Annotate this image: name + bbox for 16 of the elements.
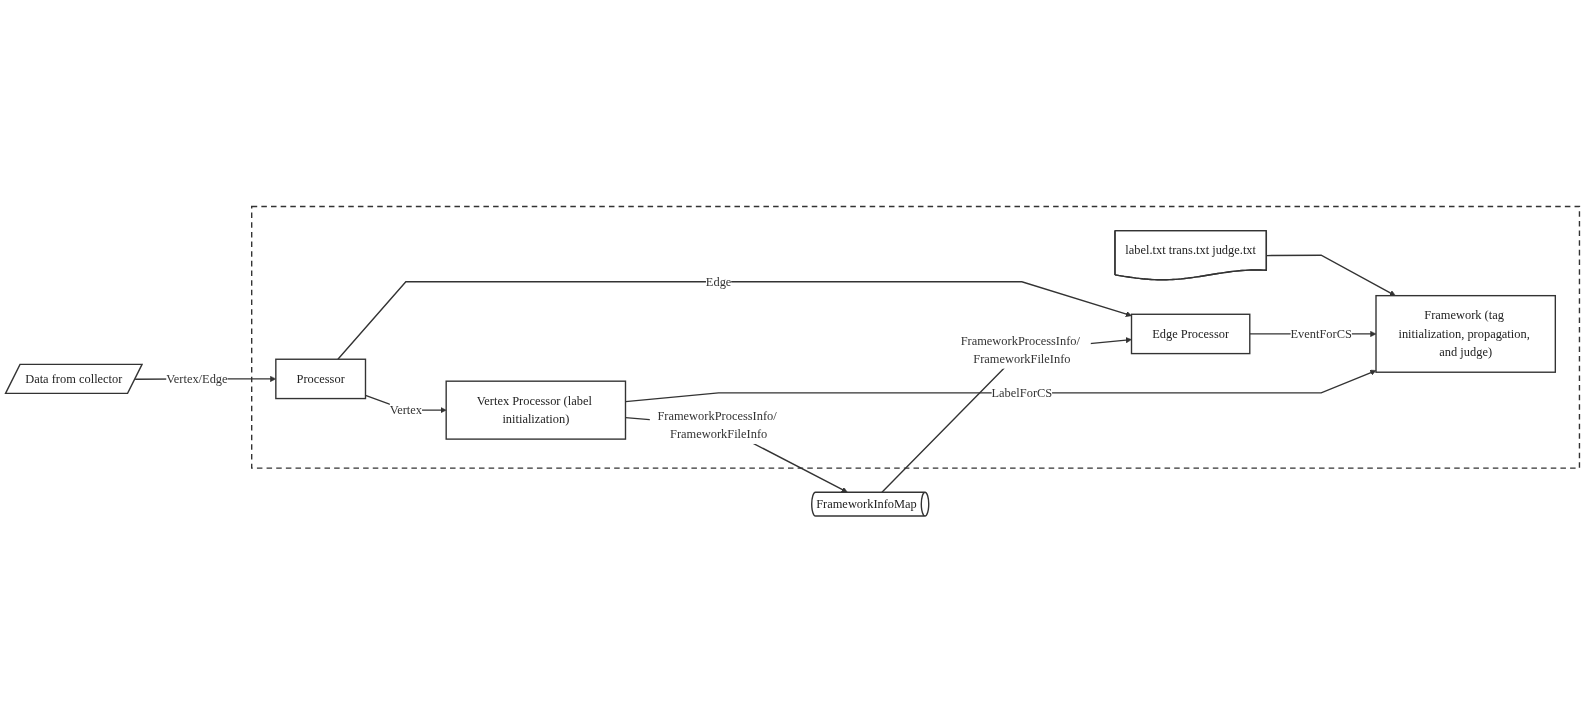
- cluster: [251, 205, 1581, 469]
- edge-label: EventForCS: [1290, 326, 1352, 341]
- edge-label: Vertex: [389, 402, 423, 417]
- node-box: Vertex Processor (label initialization): [445, 380, 627, 440]
- edge-label: LabelForCS: [991, 385, 1053, 400]
- edge-label: FrameworkProcessInfo/ FrameworkFileInfo: [657, 408, 777, 441]
- node-box: Edge Processor: [1130, 313, 1251, 354]
- edge-label: Edge: [705, 274, 732, 289]
- arrow: [1266, 254, 1396, 296]
- edge-label: FrameworkProcessInfo/ FrameworkFileInfo: [960, 333, 1080, 366]
- node-box: Framework (tag initialization, propagation, and judge): [1375, 294, 1556, 373]
- edge-label: Vertex/Edge: [166, 371, 228, 386]
- arrow: [881, 336, 1132, 493]
- node-box: Processor: [275, 358, 367, 399]
- arrow: [337, 280, 1132, 360]
- node-text: FrameworkInfoMap: [816, 496, 917, 511]
